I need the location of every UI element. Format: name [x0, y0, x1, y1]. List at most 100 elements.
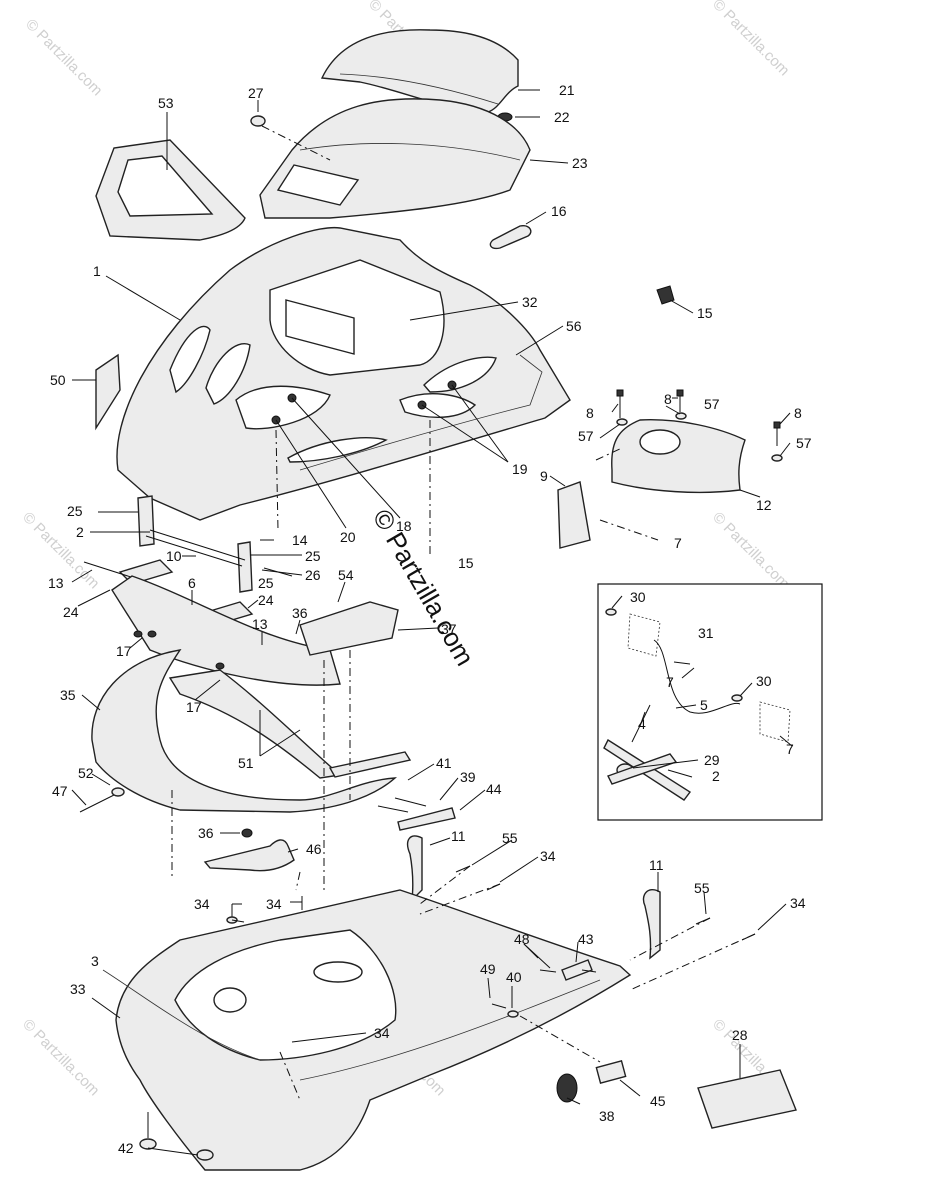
callout-45: 45 — [650, 1093, 666, 1109]
callout-11: 11 — [649, 857, 664, 873]
callout-55: 55 — [502, 830, 518, 846]
callout-16: 16 — [551, 203, 567, 219]
part-53-storage-tray — [95, 139, 246, 241]
part-37-bumper-bar — [111, 575, 399, 686]
callout-50: 50 — [50, 372, 66, 388]
callout-36: 36 — [198, 825, 214, 841]
inset-cable-assembly — [597, 583, 823, 821]
callout-22: 22 — [554, 109, 570, 125]
callout-48: 48 — [514, 931, 530, 947]
callout-8: 8 — [794, 405, 802, 421]
watermark-bottom-left: © Partzilla.com — [19, 1016, 102, 1099]
callout-1: 1 — [93, 263, 101, 279]
part-28-manual — [697, 1069, 797, 1129]
callout-11: 11 — [451, 828, 466, 844]
callout-29: 29 — [704, 752, 720, 768]
part-27-plug — [250, 115, 266, 127]
callout-34: 34 — [540, 848, 556, 864]
callout-5: 5 — [700, 697, 708, 713]
part-15-clip — [656, 285, 675, 305]
callout-12: 12 — [756, 497, 772, 513]
callout-57: 57 — [796, 435, 812, 451]
callout-10: 10 — [166, 548, 182, 564]
callout-7: 7 — [674, 535, 682, 551]
part-35-bumper — [91, 649, 397, 813]
watermark-top-left: © Partzilla.com — [22, 16, 105, 99]
callout-15: 15 — [697, 305, 713, 321]
bolts-47-39 — [79, 787, 427, 813]
part-43-bracket — [561, 959, 593, 981]
callout-54: 54 — [338, 567, 354, 583]
callout-2: 2 — [76, 524, 84, 540]
leader-lines — [71, 89, 793, 1156]
callout-25: 25 — [258, 575, 274, 591]
part-42-foot-a — [139, 1138, 157, 1150]
callout-13: 13 — [48, 575, 64, 591]
callout-4: 4 — [638, 716, 646, 732]
fasteners-8-57 — [616, 389, 783, 462]
part-11-handle-right — [642, 888, 661, 960]
callout-21: 21 — [559, 82, 575, 98]
callout-30: 30 — [630, 589, 646, 605]
callout-47: 47 — [52, 783, 68, 799]
callout-27: 27 — [248, 85, 264, 101]
callout-24: 24 — [63, 604, 79, 620]
callout-49: 49 — [480, 961, 496, 977]
part-38-plug — [556, 1073, 578, 1103]
callout-41: 41 — [436, 755, 452, 771]
callout-31: 31 — [698, 625, 714, 641]
callout-55: 55 — [694, 880, 710, 896]
callout-13: 13 — [252, 616, 268, 632]
fasteners-40-48-49 — [491, 969, 597, 1018]
callout-34: 34 — [374, 1025, 390, 1041]
callout-34: 34 — [790, 895, 806, 911]
callout-labels: 1 2 2 3 4 5 6 7 7 7 8 8 8 9 10 11 11 12 … — [48, 82, 812, 1156]
callout-36: 36 — [292, 605, 308, 621]
part-16-grip — [489, 224, 532, 250]
part-12-console — [611, 419, 746, 494]
part-3-screw-leader — [102, 969, 261, 1061]
callout-42: 42 — [118, 1140, 134, 1156]
callout-52: 52 — [78, 765, 94, 781]
callout-32: 32 — [522, 294, 538, 310]
callout-46: 46 — [306, 841, 322, 857]
callout-7: 7 — [666, 674, 674, 690]
part-1-hood — [116, 226, 571, 521]
callout-57: 57 — [578, 428, 594, 444]
part-46-bracket — [203, 839, 295, 872]
callout-34: 34 — [194, 896, 210, 912]
callout-2: 2 — [712, 768, 720, 784]
part-41-trim-strip — [328, 751, 412, 778]
callout-20: 20 — [340, 529, 356, 545]
callout-8: 8 — [586, 405, 594, 421]
callout-33: 33 — [70, 981, 86, 997]
callout-3: 3 — [91, 953, 99, 969]
part-51-reinforcement — [168, 669, 342, 779]
callout-53: 53 — [158, 95, 174, 111]
part-45-decal — [595, 1060, 627, 1084]
part-44-strip — [397, 807, 456, 831]
callout-17: 17 — [116, 643, 132, 659]
callout-25: 25 — [305, 548, 321, 564]
callout-6: 6 — [188, 575, 196, 591]
callout-39: 39 — [460, 769, 476, 785]
callout-30: 30 — [756, 673, 772, 689]
watermark-mid-right: © Partzilla.com — [709, 509, 792, 592]
callout-15: 15 — [458, 555, 474, 571]
part-33-hull — [115, 889, 632, 1171]
callout-23: 23 — [572, 155, 588, 171]
callout-25: 25 — [67, 503, 83, 519]
callout-28: 28 — [732, 1027, 748, 1043]
callout-56: 56 — [566, 318, 582, 334]
callout-51: 51 — [238, 755, 254, 771]
callout-7: 7 — [786, 741, 794, 757]
callout-57: 57 — [704, 396, 720, 412]
callout-43: 43 — [578, 931, 594, 947]
callout-35: 35 — [60, 687, 76, 703]
center-brand-watermark: © Partzilla.com — [367, 504, 481, 671]
callout-9: 9 — [540, 468, 548, 484]
callout-19: 19 — [512, 461, 528, 477]
alignment-lines — [171, 125, 756, 1101]
